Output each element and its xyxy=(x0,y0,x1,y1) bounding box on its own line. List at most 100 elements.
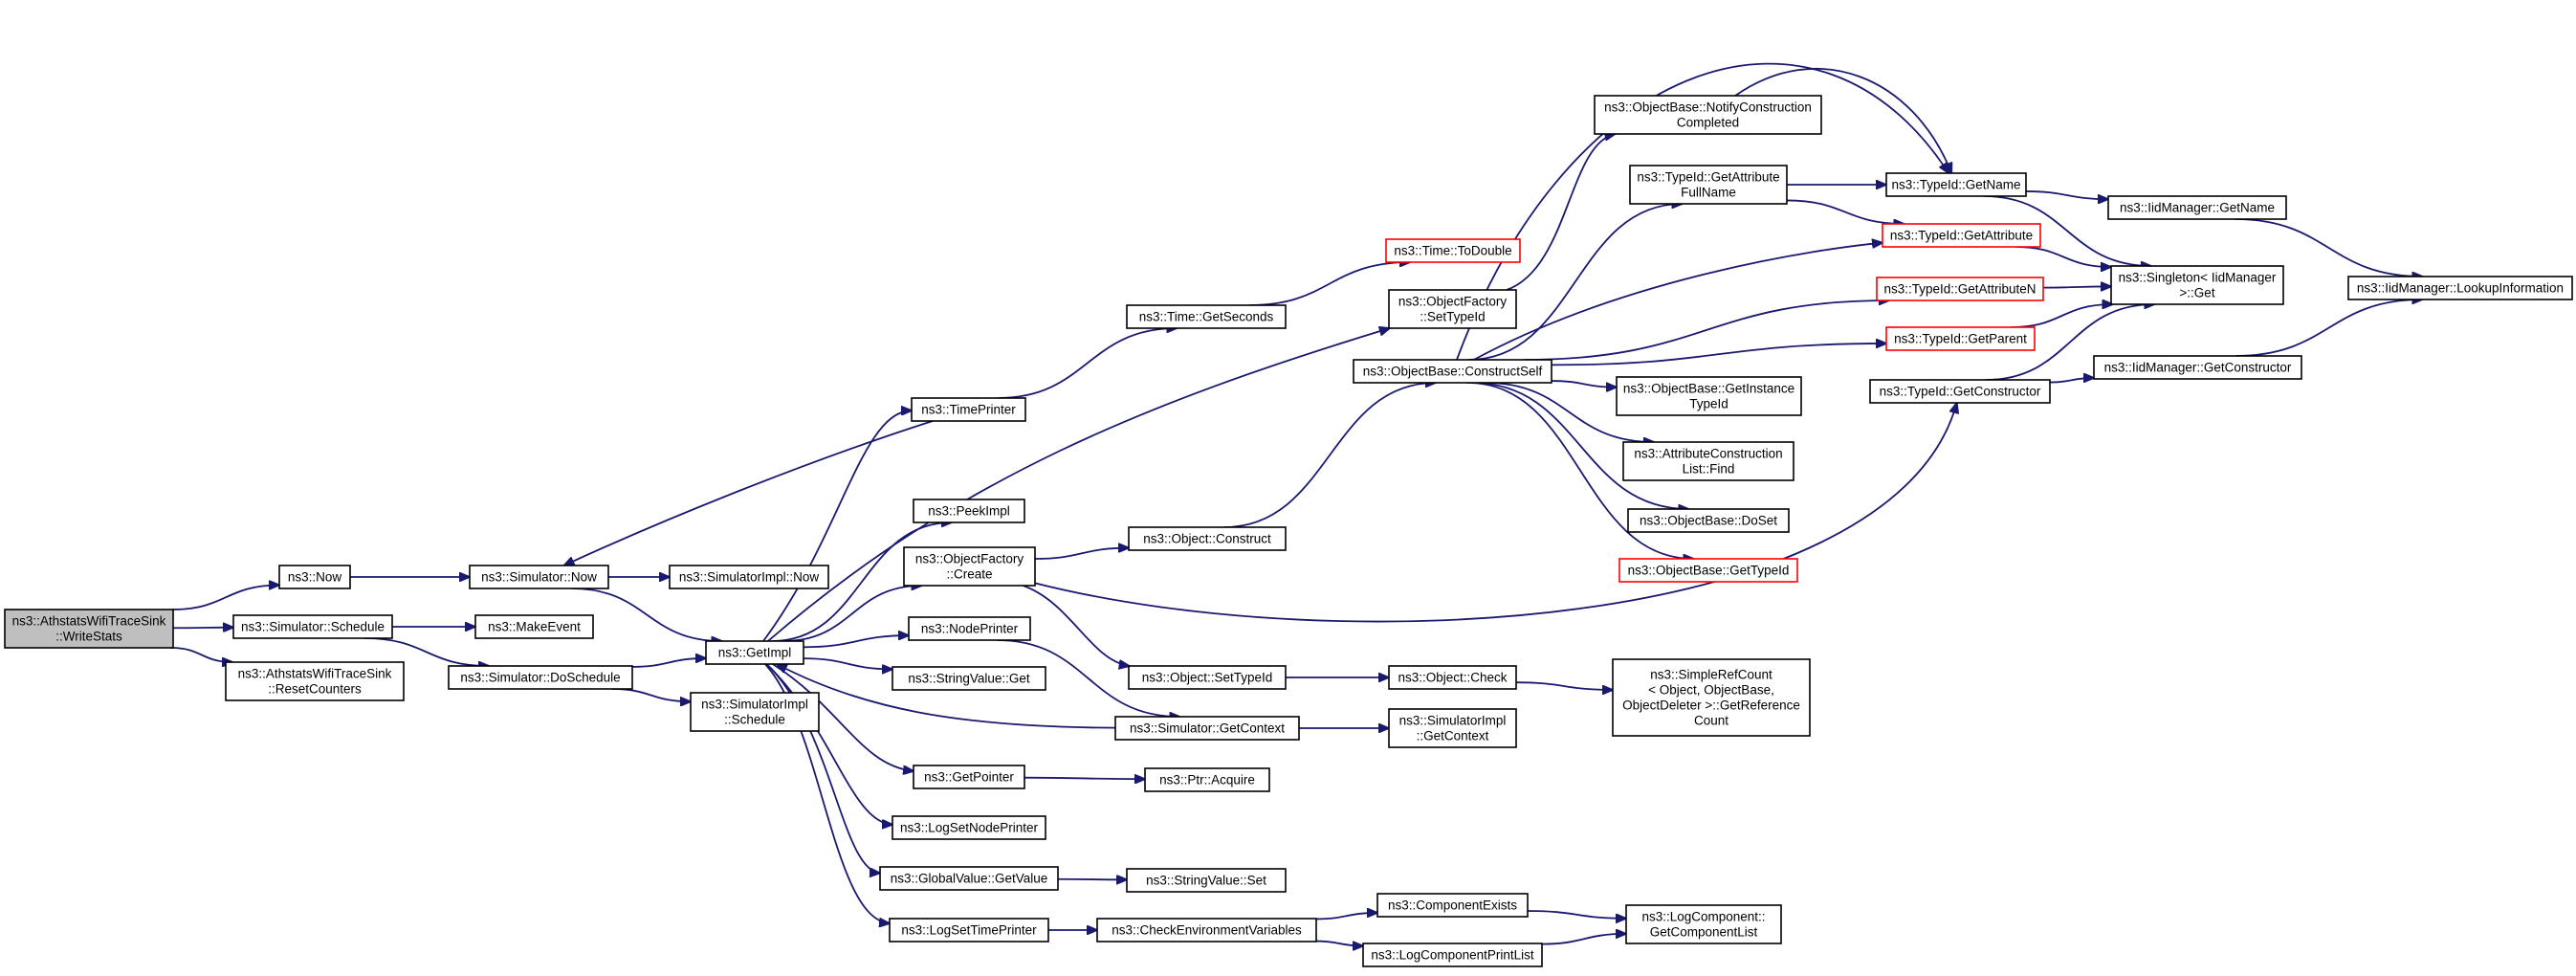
graph-node[interactable]: ns3::LogComponentPrintList xyxy=(1362,943,1543,967)
graph-node[interactable]: ns3::Object::Check xyxy=(1388,665,1517,690)
graph-node[interactable]: ns3::Now xyxy=(278,565,351,589)
graph-node[interactable]: ns3::LogComponent::GetComponentList xyxy=(1625,904,1782,944)
graph-node[interactable]: ns3::Object::SetTypeId xyxy=(1128,665,1287,690)
graph-node[interactable]: ns3::AthstatsWifiTraceSink::WriteStats xyxy=(4,609,174,649)
call-edge xyxy=(1985,304,2155,381)
node-label: ns3::IidManager::LookupInformation xyxy=(2357,280,2564,295)
node-label: ns3::StringValue::Set xyxy=(1146,873,1266,887)
graph-node[interactable]: ns3::TypeId::GetAttribute xyxy=(1882,223,2041,248)
call-edge xyxy=(1034,403,1957,623)
call-edge xyxy=(1472,382,1688,509)
node-label: ns3::ObjectFactory xyxy=(915,551,1024,566)
call-edge xyxy=(172,628,233,629)
call-edge xyxy=(997,639,1179,717)
node-label: ns3::Time::GetSeconds xyxy=(1139,309,1274,323)
graph-node[interactable]: ns3::StringValue::Set xyxy=(1126,868,1287,893)
node-box xyxy=(2093,355,2302,380)
graph-node[interactable]: ns3::GetPointer xyxy=(913,765,1025,789)
graph-node[interactable]: ns3::Singleton< IidManager>::Get xyxy=(2110,265,2284,305)
graph-node[interactable]: ns3::CheckEnvironmentVariables xyxy=(1096,918,1317,943)
graph-node[interactable]: ns3::StringValue::Get xyxy=(892,666,1046,691)
call-edge xyxy=(172,585,279,610)
graph-node[interactable]: ns3::Simulator::Now xyxy=(469,565,609,589)
graph-node[interactable]: ns3::TypeId::GetAttributeN xyxy=(1876,277,2044,301)
call-edge xyxy=(1023,585,1130,666)
graph-node[interactable]: ns3::PeekImpl xyxy=(913,499,1025,523)
graph-node[interactable]: ns3::GlobalValue::GetValue xyxy=(879,866,1059,891)
graph-node[interactable]: ns3::ObjectBase::GetTypeId xyxy=(1618,558,1798,583)
graph-node[interactable]: ns3::TimePrinter xyxy=(911,397,1026,422)
graph-node[interactable]: ns3::IidManager::GetConstructor xyxy=(2093,355,2302,380)
graph-node[interactable]: ns3::NodePrinter xyxy=(908,616,1031,641)
node-label: ns3::TypeId::GetAttributeN xyxy=(1883,281,2036,296)
node-box xyxy=(1096,918,1317,943)
graph-node[interactable]: ns3::SimpleRefCount< Object, ObjectBase,… xyxy=(1612,658,1811,737)
node-label: ns3::TypeId::GetAttribute xyxy=(1637,169,1779,184)
node-label: ns3::Singleton< IidManager xyxy=(2119,270,2277,284)
node-label: ns3::Simulator::Schedule xyxy=(241,619,385,633)
node-label: ::SetTypeId xyxy=(1420,309,1485,323)
graph-node[interactable]: ns3::SimulatorImpl::GetContext xyxy=(1388,708,1517,748)
graph-node[interactable]: ns3::ObjectFactory::Create xyxy=(903,546,1036,587)
call-edge xyxy=(1315,940,1363,946)
node-label: ns3::CheckEnvironmentVariables xyxy=(1112,922,1302,937)
call-edge xyxy=(803,635,909,649)
graph-node[interactable]: ns3::GetImpl xyxy=(705,640,804,665)
call-edge xyxy=(1734,67,1951,173)
node-label: ns3::AthstatsWifiTraceSink xyxy=(12,613,166,628)
node-box xyxy=(889,918,1049,943)
node-box xyxy=(1882,223,2041,248)
node-label: ::WriteStats xyxy=(55,629,122,643)
graph-node[interactable]: ns3::MakeEvent xyxy=(474,614,594,639)
node-label: ::GetContext xyxy=(1417,728,1489,743)
graph-node[interactable]: ns3::ObjectFactory::SetTypeId xyxy=(1388,289,1517,329)
node-label: FullName xyxy=(1681,185,1736,199)
call-edge xyxy=(1551,344,1886,366)
node-box xyxy=(448,665,633,690)
graph-node[interactable]: ns3::IidManager::GetName xyxy=(2107,195,2287,220)
graph-node[interactable]: ns3::ObjectBase::DoSet xyxy=(1627,508,1790,533)
graph-node[interactable]: ns3::SimulatorImpl::Now xyxy=(669,565,829,589)
call-edge xyxy=(767,328,1390,642)
graph-node[interactable]: ns3::TypeId::GetParent xyxy=(1885,326,2036,351)
graph-node[interactable]: ns3::LogSetTimePrinter xyxy=(889,918,1049,943)
node-label: ns3::GetImpl xyxy=(718,645,792,659)
node-label: ns3::GlobalValue::GetValue xyxy=(891,871,1048,885)
graph-node[interactable]: ns3::Simulator::DoSchedule xyxy=(448,665,633,690)
graph-node[interactable]: ns3::Object::Construct xyxy=(1128,526,1287,551)
node-label: ns3::SimpleRefCount xyxy=(1650,667,1772,681)
node-box xyxy=(1362,943,1543,967)
node-box xyxy=(278,565,351,589)
call-edge xyxy=(803,657,892,669)
call-edge xyxy=(2015,246,2111,267)
graph-node[interactable]: ns3::IidManager::LookupInformation xyxy=(2347,276,2573,300)
graph-node[interactable]: ns3::Time::ToDouble xyxy=(1385,238,1521,263)
call-edge xyxy=(1473,243,1882,361)
call-edge xyxy=(1786,199,1904,224)
node-label: ns3::LogSetNodePrinter xyxy=(900,820,1039,834)
graph-node[interactable]: ns3::Simulator::Schedule xyxy=(232,614,393,639)
node-box xyxy=(1126,304,1287,329)
node-box xyxy=(469,565,609,589)
call-edge xyxy=(1223,383,1436,528)
call-edge xyxy=(611,688,691,701)
graph-node[interactable]: ns3::ObjectBase::NotifyConstructionCompl… xyxy=(1594,95,1822,135)
graph-node[interactable]: ns3::TypeId::GetConstructor xyxy=(1869,379,2051,404)
node-label: ns3::Simulator::DoSchedule xyxy=(460,670,620,684)
graph-node[interactable]: ns3::Time::GetSeconds xyxy=(1126,304,1287,329)
call-edge xyxy=(1527,910,1626,919)
graph-node[interactable]: ns3::AthstatsWifiTraceSink::ResetCounter… xyxy=(225,661,405,701)
graph-node[interactable]: ns3::ObjectBase::ConstructSelf xyxy=(1353,359,1552,384)
call-edge xyxy=(1024,778,1145,780)
graph-node[interactable]: ns3::ComponentExists xyxy=(1376,893,1529,918)
node-box xyxy=(1388,708,1517,748)
graph-node[interactable]: ns3::TypeId::GetName xyxy=(1885,172,2027,197)
graph-node[interactable]: ns3::Ptr::Acquire xyxy=(1144,767,1270,792)
graph-node[interactable]: ns3::SimulatorImpl::Schedule xyxy=(690,692,820,732)
graph-node[interactable]: ns3::LogSetNodePrinter xyxy=(892,815,1046,840)
node-label: GetComponentList xyxy=(1650,924,1758,939)
graph-node[interactable]: ns3::Simulator::GetContext xyxy=(1114,716,1300,741)
